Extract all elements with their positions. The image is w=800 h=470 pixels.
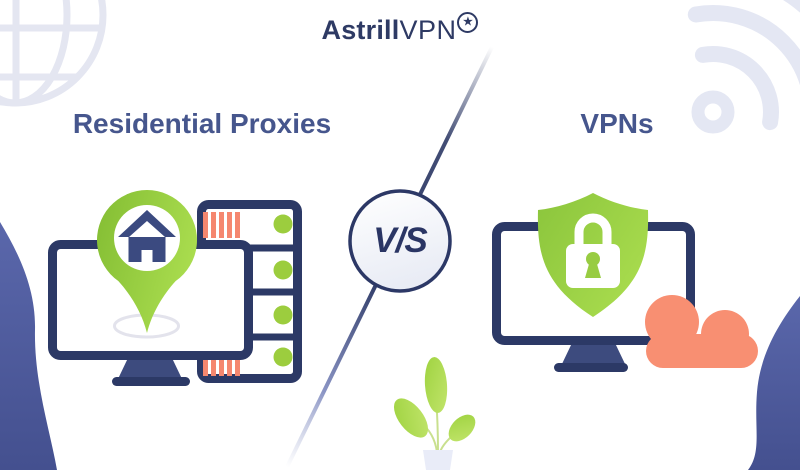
plant-icon [393, 357, 476, 470]
vs-circle [348, 189, 452, 293]
server-vent-bars [203, 212, 240, 376]
corner-wave-right [748, 296, 800, 470]
corner-wave-left [0, 222, 57, 470]
globe-icon [0, 0, 107, 107]
star-in-circle-icon: ★ [457, 12, 479, 33]
server-led-lights [273, 214, 293, 367]
brand-logo: AstrillVPN★ [0, 12, 800, 46]
residential-proxy-illustration [48, 190, 302, 386]
left-title: Residential Proxies [72, 108, 332, 139]
brand-name-bold: Astrill [321, 15, 400, 45]
plant-pot [423, 450, 453, 470]
brand-name-light: VPN [399, 15, 457, 45]
cloud-icon [645, 295, 758, 368]
home-location-pin-icon [97, 190, 197, 333]
home-icon [118, 210, 176, 262]
wifi-signal-icon [687, 0, 800, 134]
vpn-illustration [492, 193, 758, 372]
right-title: VPNs [580, 108, 654, 139]
shield-icon [537, 193, 649, 317]
padlock-icon [566, 213, 620, 288]
vs-label: V/S [373, 221, 427, 260]
